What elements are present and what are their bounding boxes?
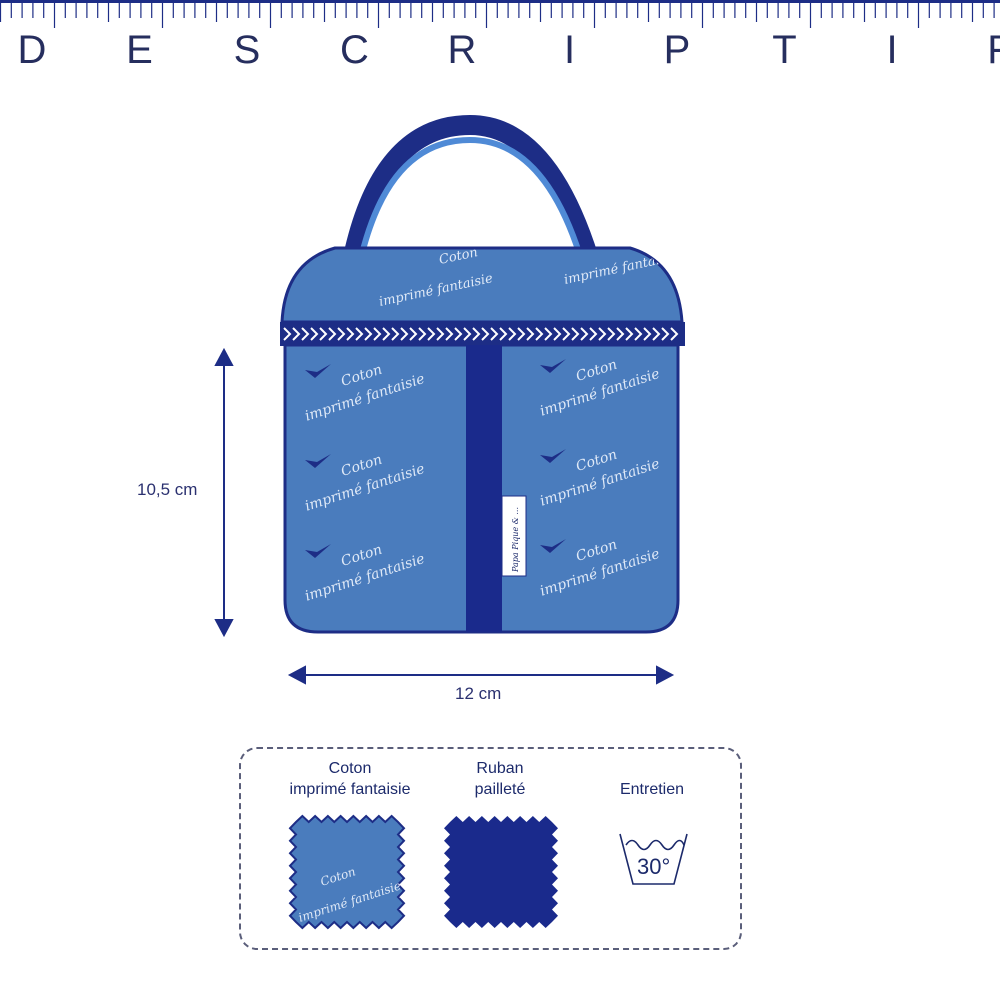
zipper-tooth (355, 327, 364, 341)
vanity-bag-illustration: Coton imprimé fantaisie imprimé fantaisi… (214, 114, 685, 685)
ribbon-line1: Ruban (476, 760, 524, 777)
zipper-tooth (508, 327, 517, 341)
zipper-tooth (373, 327, 382, 341)
zipper-tooth (445, 327, 454, 341)
zipper-tooth (625, 327, 634, 341)
zipper (280, 322, 685, 346)
zipper-tooth (499, 327, 508, 341)
zipper-tooth (382, 327, 391, 341)
title-letter: I (563, 28, 576, 72)
zipper-tooth (643, 327, 652, 341)
ribbon-legend-label: Ruban pailleté (440, 758, 560, 800)
zipper-tooth (670, 327, 679, 341)
width-label: 12 cm (455, 684, 502, 703)
title-letter: D (17, 28, 47, 72)
zipper-tooth (364, 327, 373, 341)
zipper-tooth (472, 327, 481, 341)
zipper-tooth (634, 327, 643, 341)
title-letter: F (987, 28, 1000, 72)
zipper-tooth (517, 327, 526, 341)
fabric-line1: Coton (328, 760, 372, 777)
zipper-tooth (607, 327, 616, 341)
zipper-tooth (616, 327, 625, 341)
zipper-tooth (589, 327, 598, 341)
fabric-line2: imprimé fantaisie (289, 781, 411, 798)
zipper-tooth (409, 327, 418, 341)
title-letter: P (663, 28, 691, 72)
zipper-tooth (535, 327, 544, 341)
legend-panel (239, 747, 742, 950)
ruler-edge (0, 0, 1000, 3)
bird-motif (540, 359, 566, 373)
zipper-tooth (391, 327, 400, 341)
zipper-tooth (544, 327, 553, 341)
bird-motif (540, 449, 566, 463)
zipper-tooth (328, 327, 337, 341)
zipper-tooth (553, 327, 562, 341)
zipper-tooth (400, 327, 409, 341)
brand-tag (501, 495, 527, 577)
height-label: 10,5 cm (137, 480, 198, 499)
zipper-tooth (319, 327, 328, 341)
zipper-tooth (283, 327, 292, 341)
zipper-tooth (562, 327, 571, 341)
zipper-tooth (292, 327, 301, 341)
ribbon-line2: pailleté (474, 781, 526, 798)
title-letter: I (886, 28, 898, 72)
zipper-tooth (301, 327, 310, 341)
bag-lid (280, 246, 684, 324)
title-letter: T (772, 28, 797, 72)
bird-motif (540, 539, 566, 553)
care-legend-label: Entretien (619, 781, 685, 798)
bird-motif (305, 544, 331, 558)
zipper-tooth (526, 327, 535, 341)
zipper-tooth (427, 327, 436, 341)
width-arrow (287, 665, 675, 685)
zipper-tooth (571, 327, 580, 341)
title-letter: C (340, 28, 369, 72)
ruler (0, 0, 1000, 28)
zipper-tooth (463, 327, 472, 341)
brand-tag-label: Papa Pique & ... (511, 507, 520, 573)
zipper-tooth (490, 327, 499, 341)
zipper-tooth (418, 327, 427, 341)
title-letter: S (233, 28, 261, 72)
handle (342, 114, 600, 265)
ribbon-stripe (466, 345, 502, 632)
fabric-legend-label: Coton imprimé fantaisie (270, 758, 430, 800)
zipper-tooth (337, 327, 346, 341)
zipper-tooth (310, 327, 319, 341)
bird-motif (305, 364, 331, 378)
title-letter: E (126, 28, 153, 72)
zipper-tooth (598, 327, 607, 341)
height-arrow (214, 347, 234, 638)
zipper-tooth (454, 327, 463, 341)
zipper-tooth (580, 327, 589, 341)
zipper-tooth (652, 327, 661, 341)
zipper-tooth (436, 327, 445, 341)
zipper-tooth (346, 327, 355, 341)
zipper-tooth (661, 327, 670, 341)
bird-motif (305, 454, 331, 468)
title-letter: R (447, 28, 477, 72)
zipper-tooth (481, 327, 490, 341)
